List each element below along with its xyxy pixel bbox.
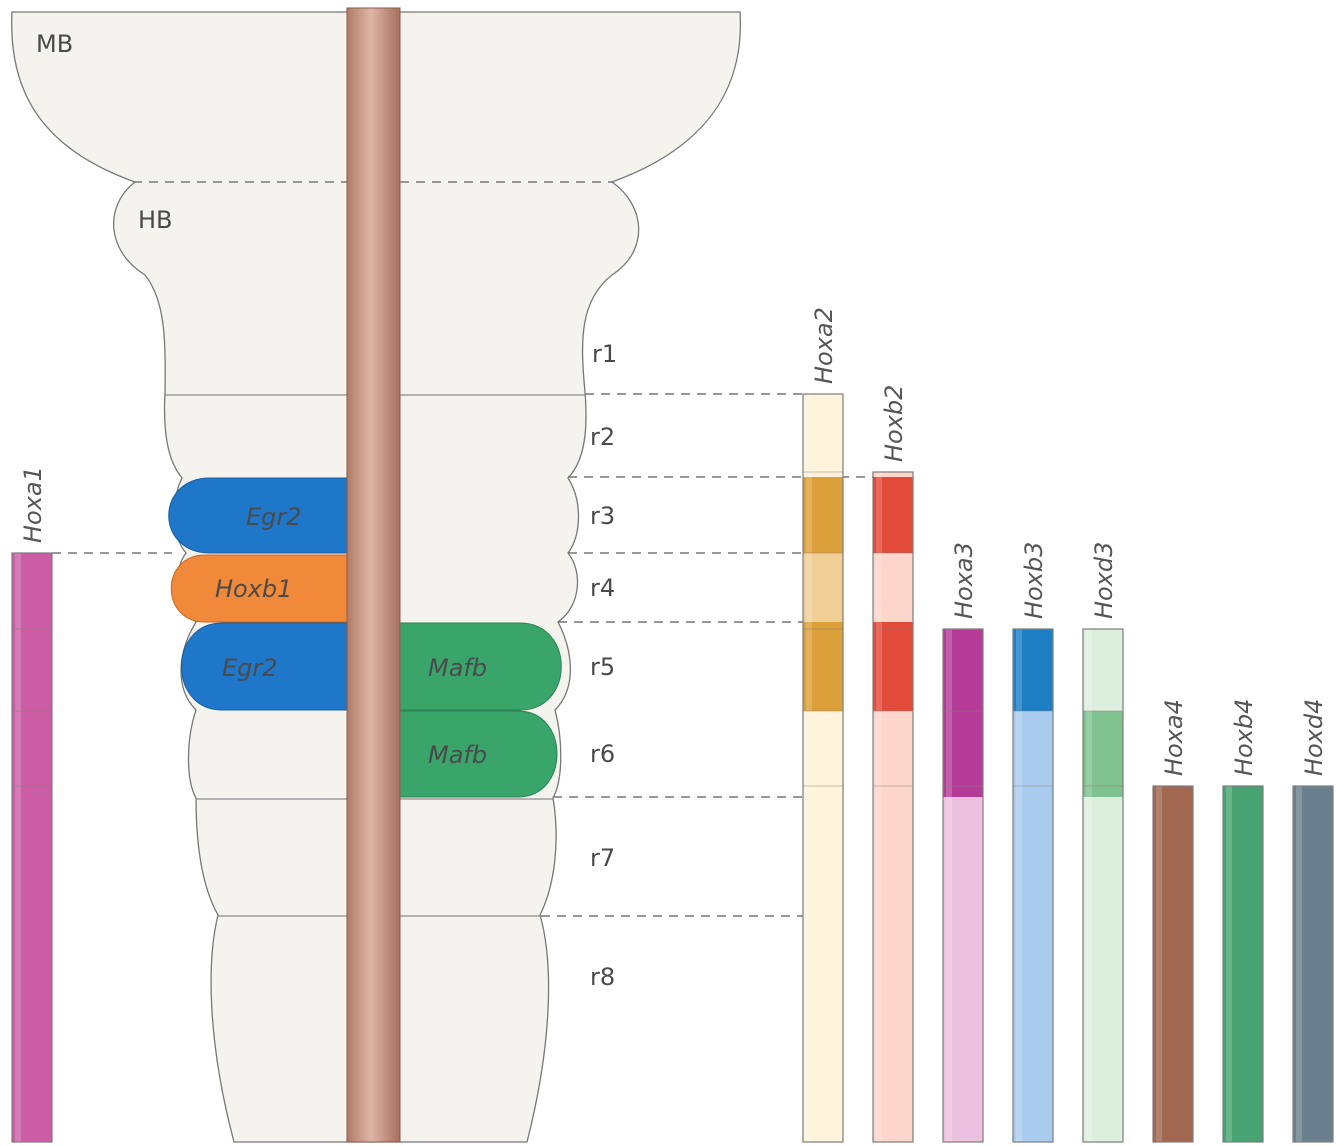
rhombomere-label-r8: r8 xyxy=(590,963,615,991)
mb-label: MB xyxy=(36,30,73,58)
hoxb4-label: Hoxb4 xyxy=(1230,699,1258,776)
hoxa3-label: Hoxa3 xyxy=(950,542,978,619)
hoxb2-highlight xyxy=(876,472,882,1142)
hoxd3-label: Hoxd3 xyxy=(1090,542,1118,619)
hoxb4-highlight xyxy=(1226,786,1232,1142)
hoxb1-label: Hoxb1 xyxy=(215,575,292,603)
hoxd4-label: Hoxd4 xyxy=(1300,699,1328,776)
rhombomere-label-r7: r7 xyxy=(590,844,615,872)
hoxa4-label: Hoxa4 xyxy=(1160,699,1188,776)
hoxd4-highlight xyxy=(1296,786,1302,1142)
rhombomere-label-r2: r2 xyxy=(590,423,615,451)
hoxa2-label: Hoxa2 xyxy=(810,307,838,384)
hoxb3-highlight xyxy=(1016,629,1022,1142)
floor-plate-rod xyxy=(347,8,400,1142)
rhombomere-label-r6: r6 xyxy=(590,740,615,768)
rhombomere-label-r1: r1 xyxy=(592,340,617,368)
egr2-label-r5: Egr2 xyxy=(222,654,278,682)
mafb-label-r6: Mafb xyxy=(428,741,487,769)
rhombomere-label-r5: r5 xyxy=(590,653,615,681)
hoxd3-highlight xyxy=(1086,629,1092,1142)
egr2-label-r3: Egr2 xyxy=(246,503,302,531)
hb-label: HB xyxy=(138,206,173,234)
rhombomere-label-r3: r3 xyxy=(590,502,615,530)
hoxa3-highlight xyxy=(946,629,952,1142)
hoxa2-highlight xyxy=(806,394,812,1142)
hoxa1-label: Hoxa1 xyxy=(19,466,47,543)
hoxb3-label: Hoxb3 xyxy=(1020,542,1048,619)
hoxa1-highlight xyxy=(15,553,21,1142)
hoxb2-label: Hoxb2 xyxy=(880,385,908,462)
mafb-label-r5: Mafb xyxy=(428,654,487,682)
hoxa4-highlight xyxy=(1156,786,1162,1142)
rhombomere-label-r4: r4 xyxy=(590,574,615,602)
